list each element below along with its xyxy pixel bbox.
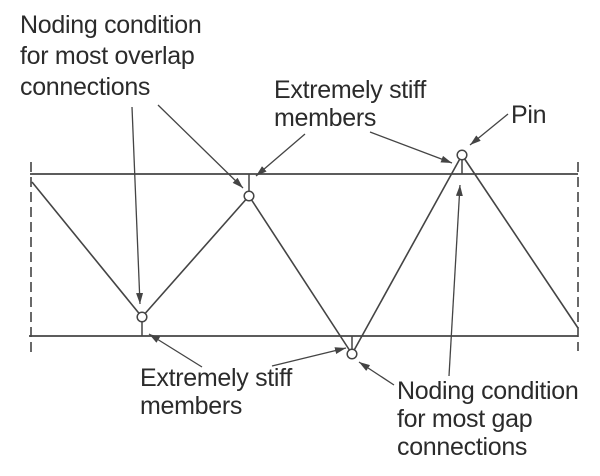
label-line: Pin: [511, 101, 547, 129]
brace-top-mid-to-gap-node: [248, 195, 353, 355]
brace-bottom-left-to-top-mid: [141, 195, 250, 318]
pin-node-circle-top-right: [456, 149, 468, 161]
label-line: Extremely stiff: [140, 364, 293, 392]
label-line: connections: [397, 433, 528, 461]
label-pin: Pin: [511, 101, 547, 129]
label-line: Extremely stiff: [274, 76, 427, 104]
leader-pin-to-top-right-node: [469, 113, 509, 146]
leader-gap-to-gap-node: [358, 361, 395, 386]
pin-node-circle-gap: [346, 348, 358, 360]
brace-gap-node-to-top-right: [351, 154, 463, 355]
label-extremely-stiff-members-top: Extremely stiff members: [274, 76, 426, 132]
leader-stiff-bottom-to-gap-node: [271, 347, 347, 367]
label-line: for most gap: [397, 405, 533, 433]
leader-stiff-bottom-to-bottom-left-node: [148, 333, 203, 368]
leader-overlap-to-bottom-left-node: [131, 106, 144, 305]
label-overlap-noding-condition: Noding condition for most overlap connec…: [20, 10, 202, 103]
label-line: Noding condition: [20, 11, 202, 39]
label-line: members: [140, 392, 243, 420]
label-line: connections: [20, 73, 151, 101]
label-line: Noding condition: [397, 377, 579, 405]
leader-stiff-top-to-top-right-node: [369, 131, 453, 164]
brace-left-end: [31, 181, 143, 318]
leader-stiff-top-to-top-mid-node: [255, 133, 306, 177]
pin-node-circle-top-mid: [243, 190, 255, 202]
label-line: for most overlap: [20, 42, 195, 70]
label-line: members: [274, 104, 377, 132]
leader-overlap-to-top-mid-node: [157, 104, 244, 189]
brace-right-end: [461, 154, 579, 329]
label-gap-noding-condition: Noding condition for most gap connection…: [397, 377, 579, 461]
label-extremely-stiff-members-bottom: Extremely stiff members: [140, 364, 292, 420]
pin-node-circle-bottom-left: [136, 311, 148, 323]
leader-gap-to-top-right-node: [448, 184, 463, 377]
